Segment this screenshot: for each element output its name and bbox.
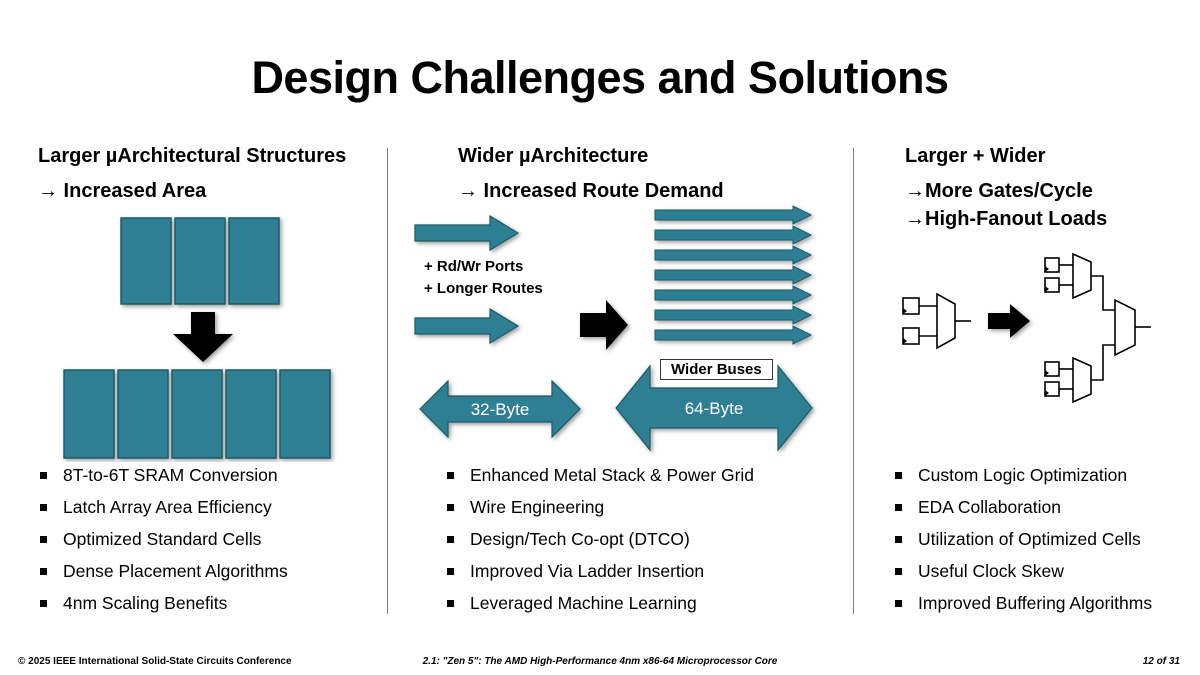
clock-notch-icon: [903, 338, 907, 344]
bullet-item: Custom Logic Optimization: [893, 466, 1198, 485]
clock-notch-icon: [1045, 266, 1049, 272]
left-column-bullets: 8T-to-6T SRAM Conversion Latch Array Are…: [38, 466, 383, 626]
bullet-text: Custom Logic Optimization: [918, 465, 1128, 485]
right-column-subheading-1: →More Gates/Cycle: [905, 180, 1093, 202]
middle-column-subheading: → Increased Route Demand: [458, 180, 724, 202]
small-logic-group: [902, 292, 971, 350]
footer-copyright: © 2025 IEEE International Solid-State Ci…: [18, 656, 292, 667]
bullet-item: Utilization of Optimized Cells: [893, 530, 1198, 549]
bullet-item: Leveraged Machine Learning: [445, 594, 845, 613]
bullet-item: Improved Via Ladder Insertion: [445, 562, 845, 581]
bullet-item: EDA Collaboration: [893, 498, 1198, 517]
bus-arrow-64: [615, 364, 813, 452]
bullet-marker: [447, 536, 454, 543]
mux-icon: [1072, 356, 1092, 404]
bullet-text: Design/Tech Co-opt (DTCO): [470, 529, 690, 549]
right-column-subheading-2: →High-Fanout Loads: [905, 208, 1108, 230]
clock-notch-icon: [1045, 390, 1049, 396]
bullet-marker: [447, 568, 454, 575]
bullet-text: Wire Engineering: [470, 497, 605, 517]
wide-bus-arrows: [654, 205, 813, 345]
fanout-logic-group: [1044, 252, 1151, 404]
down-arrow-icon: [173, 312, 233, 362]
clock-notch-icon: [903, 308, 907, 314]
bullet-marker: [895, 536, 902, 543]
bullet-text: 8T-to-6T SRAM Conversion: [63, 465, 278, 485]
bullet-text: EDA Collaboration: [918, 497, 1061, 517]
route-demand-diagram: + Rd/Wr Ports + Longer Routes 32-Byte 64…: [414, 205, 813, 452]
bullet-text: Optimized Standard Cells: [63, 529, 262, 549]
footer-page-number: 12 of 31: [1142, 656, 1180, 667]
mux-icon: [1114, 298, 1136, 357]
wider-buses-label: Wider Buses: [660, 359, 773, 380]
slide-title: Design Challenges and Solutions: [251, 52, 949, 103]
bullet-marker: [447, 472, 454, 479]
bullet-marker: [895, 568, 902, 575]
column-divider: [853, 148, 854, 614]
right-column-heading: Larger + Wider: [905, 145, 1046, 167]
bullet-marker: [40, 568, 47, 575]
bullet-text: Improved Buffering Algorithms: [918, 593, 1153, 613]
bullet-text: Leveraged Machine Learning: [470, 593, 697, 613]
bus-arrow-32: [419, 379, 581, 439]
bullet-text: Improved Via Ladder Insertion: [470, 561, 705, 581]
bullet-item: Optimized Standard Cells: [38, 530, 383, 549]
right-arrow-icon: [414, 307, 520, 345]
bullet-marker: [40, 504, 47, 511]
bullet-marker: [40, 472, 47, 479]
middle-column-bullets: Enhanced Metal Stack & Power Grid Wire E…: [445, 466, 845, 626]
fanout-diagram: [902, 252, 1151, 404]
bus32-label: 32-Byte: [471, 400, 530, 419]
bullet-text: Enhanced Metal Stack & Power Grid: [470, 465, 755, 485]
bullet-item: Improved Buffering Algorithms: [893, 594, 1198, 613]
left-column-heading: Larger µArchitectural Structures: [38, 145, 347, 167]
black-right-arrow-icon: [988, 304, 1030, 338]
clock-notch-icon: [1045, 370, 1049, 376]
ports-annotation: + Rd/Wr Ports: [424, 258, 523, 275]
left-column-subheading: → Increased Area: [38, 180, 207, 202]
bullet-item: Design/Tech Co-opt (DTCO): [445, 530, 845, 549]
bullet-marker: [447, 600, 454, 607]
bullet-text: Utilization of Optimized Cells: [918, 529, 1141, 549]
bullet-item: Enhanced Metal Stack & Power Grid: [445, 466, 845, 485]
bullet-text: 4nm Scaling Benefits: [63, 593, 228, 613]
clock-notch-icon: [1045, 286, 1049, 292]
bullet-item: 4nm Scaling Benefits: [38, 594, 383, 613]
bullet-marker: [40, 600, 47, 607]
bullet-item: Dense Placement Algorithms: [38, 562, 383, 581]
bus64-label: 64-Byte: [685, 399, 744, 418]
bullet-marker: [40, 536, 47, 543]
middle-column-heading: Wider µArchitecture: [458, 145, 649, 167]
footer-session-title: 2.1: "Zen 5": The AMD High-Performance 4…: [422, 656, 778, 667]
mux-icon: [936, 292, 956, 350]
routes-annotation: + Longer Routes: [424, 280, 543, 297]
black-right-arrow-icon: [580, 300, 628, 350]
right-column-bullets: Custom Logic Optimization EDA Collaborat…: [893, 466, 1198, 626]
bullet-item: Latch Array Area Efficiency: [38, 498, 383, 517]
bullet-marker: [895, 472, 902, 479]
right-arrow-icon: [414, 214, 520, 252]
sram-blocks-large-row: [63, 369, 331, 459]
bullet-text: Useful Clock Skew: [918, 561, 1064, 581]
mux-icon: [1072, 252, 1092, 300]
column-divider: [387, 148, 388, 614]
bullet-marker: [895, 600, 902, 607]
bullet-marker: [895, 504, 902, 511]
bullet-marker: [447, 504, 454, 511]
bullet-item: Wire Engineering: [445, 498, 845, 517]
sram-blocks-small-row: [120, 217, 280, 305]
bullet-item: Useful Clock Skew: [893, 562, 1198, 581]
bullet-item: 8T-to-6T SRAM Conversion: [38, 466, 383, 485]
bullet-text: Latch Array Area Efficiency: [63, 497, 272, 517]
bullet-text: Dense Placement Algorithms: [63, 561, 288, 581]
area-growth-diagram: [63, 217, 331, 459]
